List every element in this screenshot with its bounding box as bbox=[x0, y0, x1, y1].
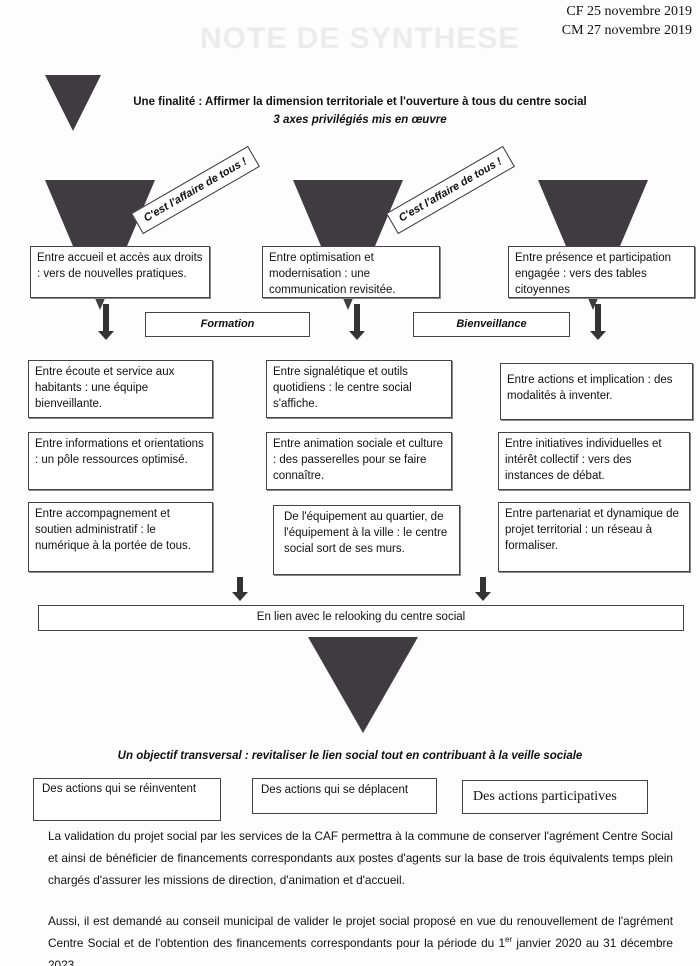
axis-box: Entre animation sociale et culture : des… bbox=[266, 432, 452, 490]
arrow-down-icon bbox=[590, 304, 606, 340]
paragraph-text: Aussi, il est demandé au conseil municip… bbox=[48, 914, 673, 950]
triangle-icon bbox=[308, 637, 418, 733]
objectif-heading: Un objectif transversal : revitaliser le… bbox=[117, 750, 583, 762]
arrow-down-icon bbox=[349, 304, 365, 340]
axis-box: Entre écoute et service aux habitants : … bbox=[28, 360, 213, 418]
action-box: Des actions qui se déplacent bbox=[252, 778, 437, 814]
axis-box: Entre partenariat et dynamique de projet… bbox=[498, 502, 690, 572]
triangle-icon bbox=[45, 75, 101, 131]
axis-box: Entre optimisation et modernisation : un… bbox=[262, 246, 440, 298]
superscript: er bbox=[505, 935, 513, 945]
paragraph-text: janvier 2020 au 31 décembre 2023. bbox=[48, 936, 673, 966]
label-formation: Formation bbox=[145, 312, 310, 337]
axis-box: Entre actions et implication : des modal… bbox=[500, 363, 693, 420]
arrow-down-icon bbox=[232, 577, 248, 601]
axis-box: Entre présence et participation engagée … bbox=[508, 246, 695, 298]
action-box: Des actions qui se réinventent bbox=[33, 778, 221, 821]
arrow-down-icon bbox=[475, 577, 491, 601]
date-cf: CF 25 novembre 2019 bbox=[566, 4, 692, 19]
date-cm: CM 27 novembre 2019 bbox=[561, 23, 692, 38]
axis-box: Entre accompagnement et soutien administ… bbox=[28, 502, 213, 572]
arrow-down-icon bbox=[98, 304, 114, 340]
axes-subtitle: 3 axes privilégiés mis en œuvre bbox=[273, 114, 447, 126]
axis-box: De l'équipement au quartier, de l'équipe… bbox=[273, 505, 460, 575]
paragraph-validation: La validation du projet social par les s… bbox=[48, 829, 673, 887]
relooking-box: En lien avec le relooking du centre soci… bbox=[38, 605, 684, 631]
axis-box: Entre initiatives individuelles et intér… bbox=[498, 432, 690, 490]
banner-affaire-de-tous: C'est l'affaire de tous ! bbox=[386, 145, 515, 235]
action-box: Des actions participatives bbox=[462, 780, 648, 814]
meeting-dates: CF 25 novembre 2019 CM 27 novembre 2019 bbox=[562, 2, 692, 40]
paragraph-demande: Aussi, il est demandé au conseil municip… bbox=[48, 910, 673, 966]
finalite-heading: Une finalité : Affirmer la dimension ter… bbox=[133, 96, 587, 108]
axis-box: Entre accueil et accès aux droits : vers… bbox=[30, 246, 210, 298]
faded-title: NOTE DE SYNTHESE bbox=[200, 22, 520, 55]
axis-box: Entre informations et orientations : un … bbox=[28, 432, 213, 490]
axis-box: Entre signalétique et outils quotidiens … bbox=[266, 360, 452, 418]
label-bienveillance: Bienveillance bbox=[413, 312, 570, 337]
